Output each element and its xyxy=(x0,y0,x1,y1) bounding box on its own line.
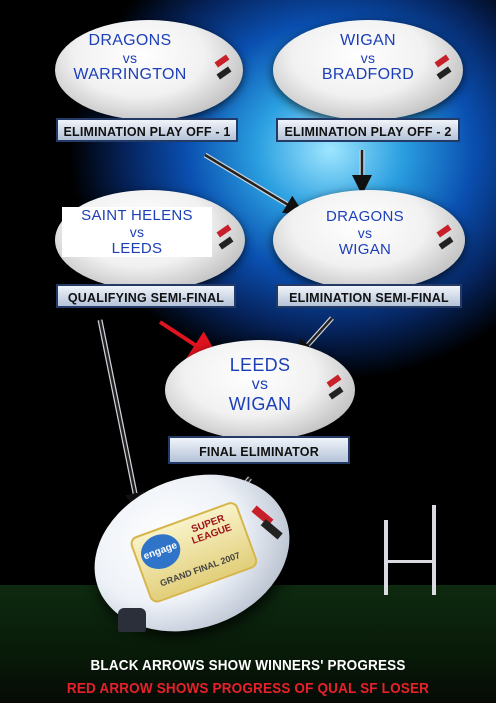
ball-stripe xyxy=(260,519,283,540)
brand-badge: engage xyxy=(136,528,186,575)
goal-crossbar xyxy=(384,560,436,563)
vs-text: vs xyxy=(360,50,376,66)
match-teams-playoff-2: WIGAN vs BRADFORD xyxy=(298,32,438,84)
stage-label-elimination-sf: ELIMINATION SEMI-FINAL xyxy=(276,284,462,308)
arrow-qual-sf-to-grand-final xyxy=(97,319,145,513)
goal-post-right xyxy=(432,505,436,595)
ball-stripe xyxy=(438,236,454,250)
match-ball-playoff-2 xyxy=(273,20,463,120)
team-2: BRADFORD xyxy=(321,66,415,83)
team-1: DRAGONS xyxy=(88,32,172,49)
ball-stripe xyxy=(216,66,232,80)
match-ball-playoff-1 xyxy=(55,20,243,120)
vs-text: vs xyxy=(122,50,138,66)
match-teams-elimination-sf: DRAGONS vs WIGAN xyxy=(305,208,425,258)
goal-post-left xyxy=(384,520,388,595)
stage-label-qualifying-sf: QUALIFYING SEMI-FINAL xyxy=(56,284,236,308)
team-1: DRAGONS xyxy=(326,208,404,225)
ball-stripe xyxy=(436,66,452,80)
match-ball-final-eliminator xyxy=(165,340,355,440)
ball-stripe xyxy=(218,236,234,250)
team-1: WIGAN xyxy=(340,32,396,49)
match-ball-elimination-sf xyxy=(273,190,465,290)
team-2: WIGAN xyxy=(228,394,292,414)
legend-black-arrows: BLACK ARROWS SHOW WINNERS' PROGRESS xyxy=(90,657,406,674)
legend-red-arrow: RED ARROW SHOWS PROGRESS OF QUAL SF LOSE… xyxy=(66,680,430,697)
team-2: WIGAN xyxy=(338,241,392,258)
team-2: LEEDS xyxy=(111,240,163,257)
team-1: SAINT HELENS xyxy=(81,207,193,224)
vs-text: vs xyxy=(129,224,145,240)
stage-label-playoff-2: ELIMINATION PLAY OFF - 2 xyxy=(276,118,460,142)
team-1: LEEDS xyxy=(229,355,291,375)
league-name: SUPER LEAGUE xyxy=(190,513,234,547)
ball-stripe xyxy=(328,386,344,400)
grand-final-logo: engage SUPER LEAGUE GRAND FINAL 2007 xyxy=(128,499,260,605)
vs-text: vs xyxy=(251,376,269,393)
match-teams-playoff-1: DRAGONS vs WARRINGTON xyxy=(65,32,195,84)
stage-label-playoff-1: ELIMINATION PLAY OFF - 1 xyxy=(56,118,238,142)
match-teams-final-eliminator: LEEDS vs WIGAN xyxy=(205,355,315,415)
stage-label-final-eliminator: FINAL ELIMINATOR xyxy=(168,436,350,464)
arrow-playoff1-to-elim-sf xyxy=(203,152,305,215)
team-2: WARRINGTON xyxy=(73,66,187,83)
kicking-tee xyxy=(118,608,146,632)
match-teams-qualifying-sf: SAINT HELENS vs LEEDS xyxy=(62,207,212,257)
vs-text: vs xyxy=(357,225,373,241)
